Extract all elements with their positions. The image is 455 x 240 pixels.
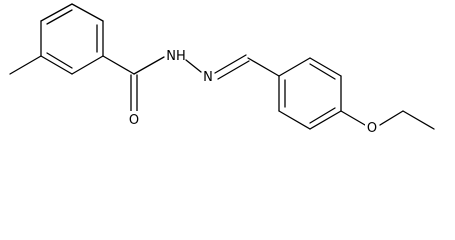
- bond-nh-to-n: [185, 59, 202, 73]
- bond-ring-to-carbonyl: [102, 55, 135, 75]
- bond-ch-to-ring2: [247, 57, 280, 77]
- bond-ring1-inner-c: [46, 52, 73, 69]
- methylphenyl-ring: [40, 3, 104, 75]
- imine-nitrogen-label: N: [203, 70, 213, 85]
- bond-carbonyl-to-nh: [133, 56, 165, 75]
- nh-label: NH: [166, 49, 186, 64]
- bond-ring1-5: [40, 55, 73, 75]
- bond-ring2-2: [309, 57, 342, 77]
- bond-ring2-4: [309, 110, 342, 130]
- bond-imine-double-a: [214, 54, 247, 74]
- bond-ring2-inner-b: [309, 107, 336, 124]
- bond-ring2-inner-a: [309, 63, 336, 80]
- bond-ring1-4: [71, 55, 104, 75]
- carbonyl-oxygen-label: O: [129, 113, 139, 128]
- bond-ring2-1: [278, 57, 311, 77]
- ethoxyphenyl-ring: [278, 57, 342, 130]
- bond-ether-o-to-ch2: [379, 110, 404, 126]
- bond-ring1-2: [71, 3, 104, 22]
- bond-ring2-5: [278, 110, 311, 130]
- bond-ring2-to-ether-o: [340, 110, 366, 126]
- bond-ch2-to-ch3: [402, 110, 435, 130]
- bond-ring1-1: [40, 3, 73, 22]
- bond-imine-double-b: [217, 60, 250, 80]
- bond-ring1-inner-a: [46, 9, 73, 25]
- ether-oxygen-label: O: [367, 121, 377, 136]
- bond-methyl: [9, 55, 42, 75]
- structure-diagram: O NH N O: [9, 3, 435, 136]
